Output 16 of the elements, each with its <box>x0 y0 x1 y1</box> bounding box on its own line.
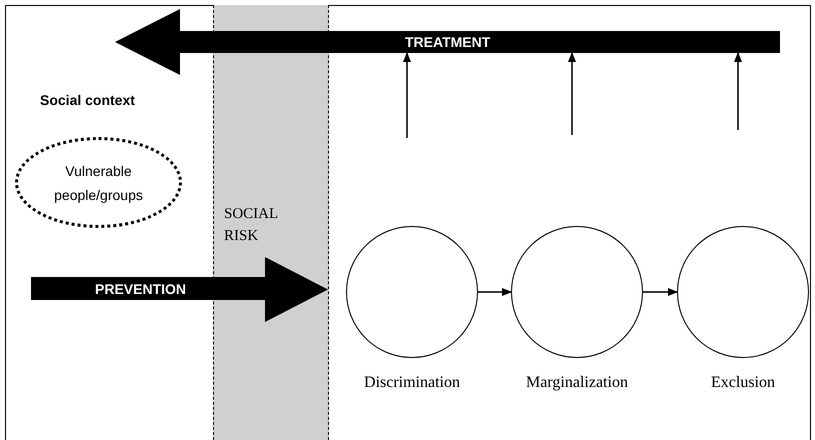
arrow <box>403 52 411 138</box>
section-label: Social context <box>40 92 135 108</box>
arrow <box>734 52 742 130</box>
arrow-label: PREVENTION <box>95 280 186 298</box>
arrow <box>643 288 678 296</box>
circle-caption: Discrimination <box>364 374 460 392</box>
circle-caption: Marginalization <box>526 374 628 392</box>
band-label: SOCIAL RISK <box>224 205 279 246</box>
arrow <box>478 288 512 296</box>
arrow-label: TREATMENT <box>405 33 490 51</box>
prevention-arrow <box>31 257 328 322</box>
circle-caption: Exclusion <box>711 374 775 392</box>
node-text: Vulnerable people/groups <box>53 162 144 205</box>
dotted-circle <box>15 137 182 228</box>
arrow <box>568 52 576 135</box>
treatment-arrow <box>115 9 780 75</box>
